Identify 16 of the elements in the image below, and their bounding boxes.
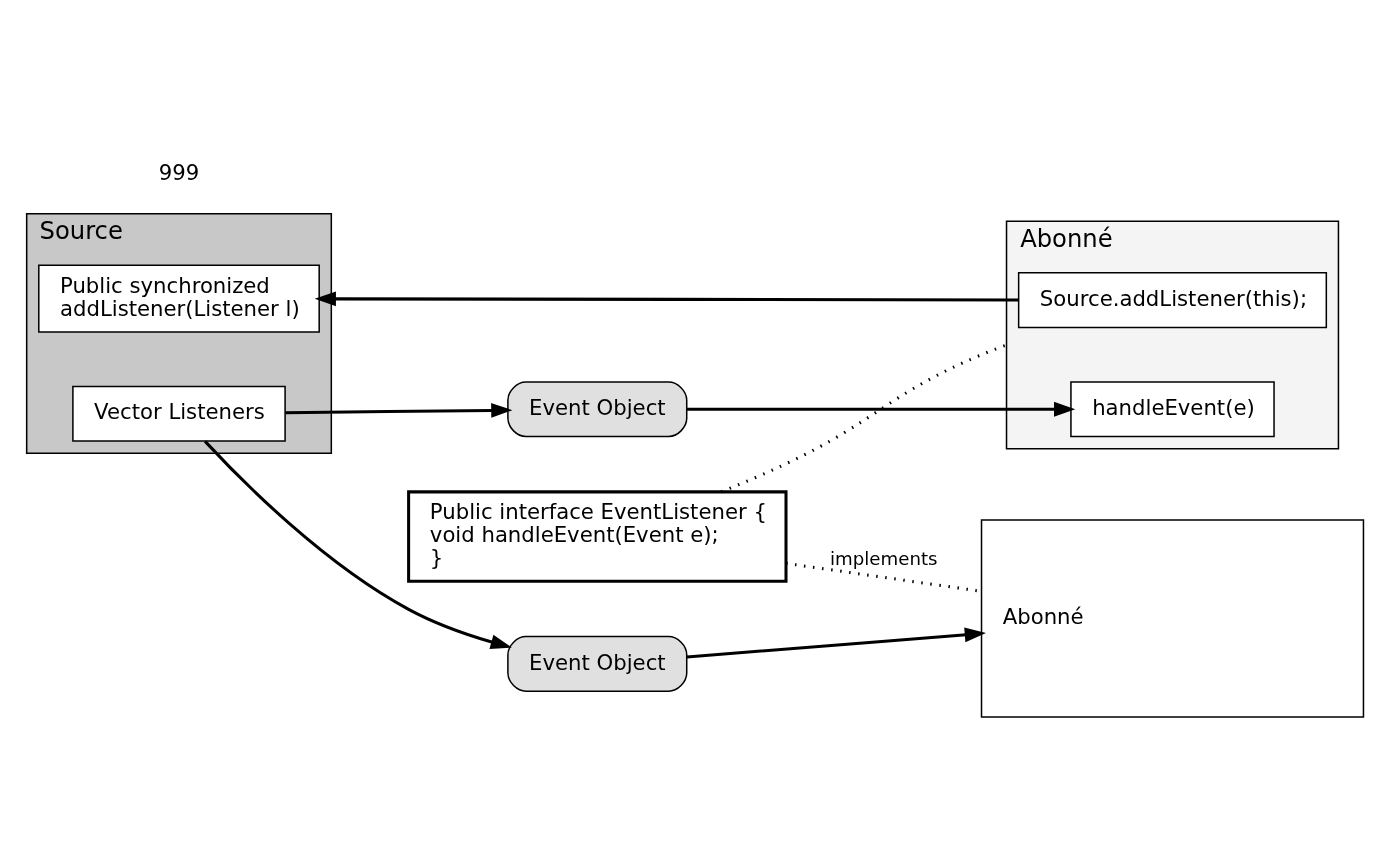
- node-box: handleEvent(e): [1070, 380, 1275, 437]
- arrow: [285, 402, 513, 418]
- arrow: [686, 626, 986, 658]
- node-box: Event Object: [507, 635, 688, 692]
- node-box: Public interface EventListener { void handleEvent(Event e); }: [407, 489, 788, 583]
- label: 999: [158, 159, 200, 185]
- node-box: Source.addListener(this);: [1017, 271, 1328, 328]
- node-box: Public synchronized addListener(Listener l): [38, 264, 320, 333]
- node-box: Vector Listeners: [72, 385, 286, 442]
- arrow: [686, 401, 1076, 417]
- node-box: Abonné: [980, 518, 1365, 718]
- arrow: [314, 290, 1019, 306]
- connector: [720, 343, 1008, 493]
- edge-label: implements: [830, 547, 938, 569]
- arrow: [204, 439, 512, 649]
- node-box: Event Object: [507, 380, 688, 437]
